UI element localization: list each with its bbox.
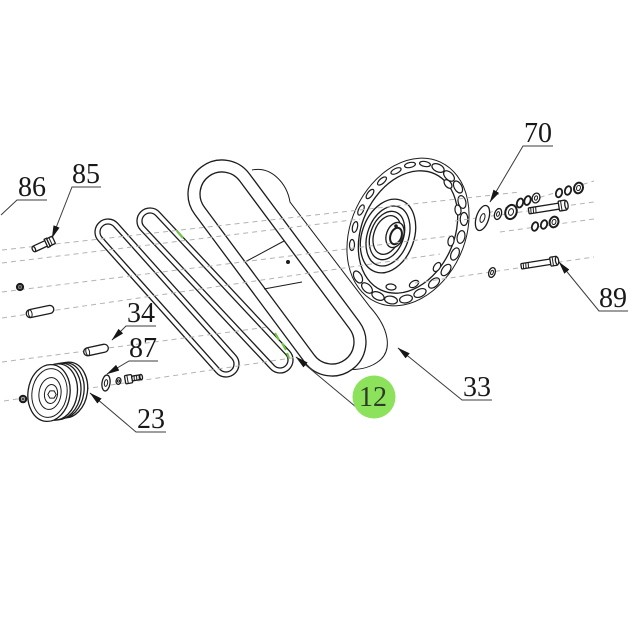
hub-hardware (493, 181, 585, 232)
wide-drive-belt (187, 159, 388, 377)
callout-labels: 86 85 34 87 23 12 33 70 89 (18, 118, 627, 435)
washer-70 (474, 204, 491, 232)
leader-89 (558, 261, 628, 312)
callout-85: 85 (72, 159, 100, 190)
wide-belt-inner-face-line2 (263, 281, 303, 290)
pulley-bore (47, 390, 57, 399)
leader-34 (111, 325, 156, 341)
callout-34: 34 (127, 298, 155, 329)
pin-34 (83, 343, 109, 357)
axle-bolt (527, 199, 569, 215)
callout-12-highlighted: 12 (359, 382, 387, 413)
leader-87 (106, 360, 158, 375)
callout-23: 23 (137, 404, 165, 435)
highlight-circle (352, 375, 396, 419)
wheel-assembly (346, 157, 470, 307)
wide-belt-hole (286, 260, 290, 264)
leader-23 (89, 392, 166, 433)
hub-bolt-hole (394, 224, 398, 228)
leader-33 (397, 347, 492, 401)
v-belt-highlighted (136, 207, 294, 374)
pulley-key-nut (18, 394, 28, 404)
washer-lower (487, 266, 497, 279)
highlight-marks (176, 230, 291, 359)
tire-outer-edge (346, 157, 470, 307)
leader-70 (489, 145, 553, 203)
pin-left (25, 304, 55, 319)
callout-89: 89 (599, 283, 627, 314)
bolt-85 (31, 235, 56, 253)
bolt-set-87 (101, 373, 144, 392)
wide-belt-far-edge (251, 168, 388, 370)
tire-tread (348, 160, 469, 305)
wheel-hub (359, 198, 417, 274)
callout-33: 33 (463, 372, 491, 403)
callout-87: 87 (129, 333, 157, 364)
callout-86: 86 (18, 172, 46, 203)
pulley (27, 361, 89, 423)
axis-end-part (15, 282, 25, 292)
bolt-89 (520, 255, 560, 270)
wide-belt-inner-face-line (244, 240, 285, 263)
leader-86 (0, 199, 47, 216)
wide-belt-opening (199, 171, 355, 365)
callout-70: 70 (524, 118, 552, 149)
leader-85 (51, 186, 101, 239)
